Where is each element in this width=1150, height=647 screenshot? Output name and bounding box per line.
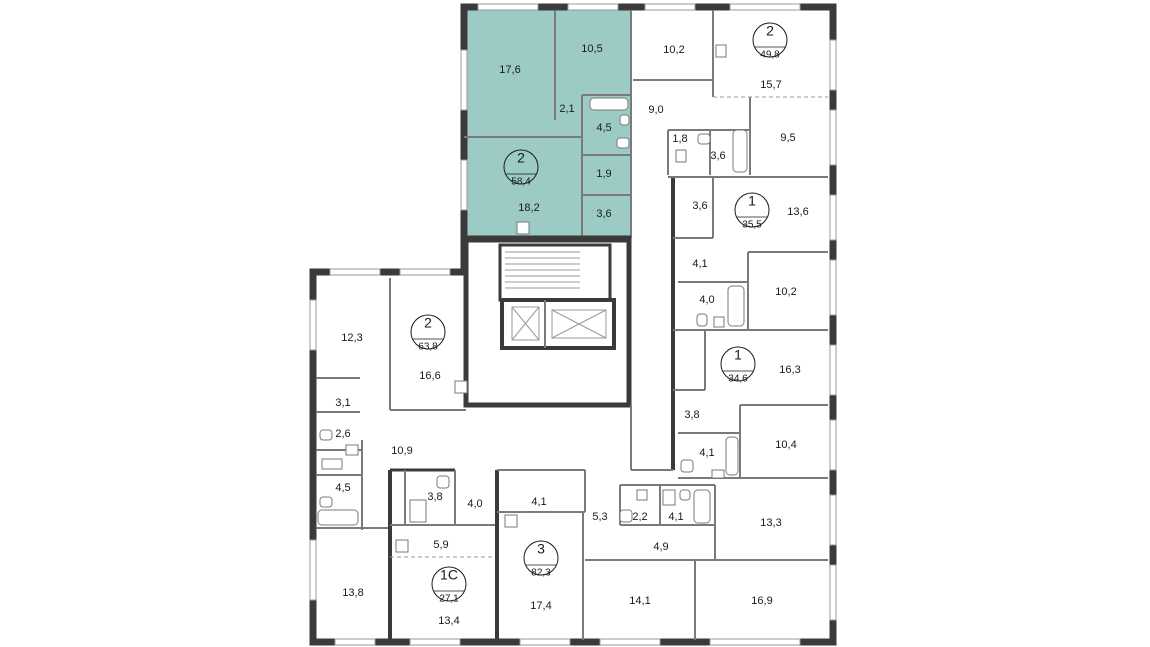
apartment-badge[interactable]: 1 35,5	[734, 192, 770, 231]
room-area: 2,6	[335, 428, 350, 440]
rooms-count: 3	[537, 541, 545, 557]
room-area: 1,9	[596, 168, 611, 180]
room-area: 15,7	[760, 79, 781, 91]
fixtures	[317, 44, 748, 553]
apartment-area: 27,1	[439, 594, 459, 605]
rooms-count: 2	[424, 315, 432, 331]
room-area: 4,1	[699, 447, 714, 459]
room-area: 3,8	[427, 491, 442, 503]
rooms-count: 1С	[440, 567, 458, 583]
room-area: 13,3	[760, 517, 781, 529]
room-area: 4,1	[692, 258, 707, 270]
room-area: 10,9	[391, 445, 412, 457]
room-area: 14,1	[629, 595, 650, 607]
apartment-badge[interactable]: 1С 27,1	[431, 566, 467, 605]
rooms-count: 1	[734, 347, 742, 363]
apartment-area: 63,8	[418, 342, 438, 353]
apartment-badge[interactable]: 1 34,6	[720, 346, 756, 385]
room-area: 4,1	[531, 496, 546, 508]
room-area: 13,6	[787, 206, 808, 218]
room-area: 10,5	[581, 43, 602, 55]
apartment-area: 49,8	[760, 50, 780, 61]
room-area: 10,2	[775, 286, 796, 298]
rooms-count: 1	[748, 193, 756, 209]
apartment-area: 58,4	[511, 177, 531, 188]
room-area: 5,9	[433, 539, 448, 551]
room-area: 16,6	[419, 370, 440, 382]
room-area: 13,4	[438, 615, 459, 627]
apartment-badge[interactable]: 3 82,3	[523, 540, 559, 579]
room-area: 12,3	[341, 332, 362, 344]
room-area: 2,2	[632, 511, 647, 523]
apartment-area: 82,3	[531, 568, 551, 579]
apartment-area: 34,6	[728, 374, 748, 385]
rooms-count: 2	[766, 23, 774, 39]
room-area: 13,8	[342, 587, 363, 599]
room-area: 10,4	[775, 439, 796, 451]
highlighted-apartment-fill[interactable]	[464, 8, 631, 236]
room-area: 17,6	[499, 64, 520, 76]
room-area: 3,6	[692, 200, 707, 212]
room-area: 3,6	[596, 208, 611, 220]
rooms-count: 2	[517, 150, 525, 166]
room-area: 4,9	[653, 541, 668, 553]
room-area: 4,5	[335, 482, 350, 494]
apartment-area: 35,5	[742, 220, 762, 231]
room-area: 4,0	[467, 498, 482, 510]
room-area: 10,2	[663, 44, 684, 56]
room-area: 5,3	[592, 511, 607, 523]
room-area: 9,0	[648, 104, 663, 116]
room-area: 16,9	[751, 595, 772, 607]
room-area: 18,2	[518, 202, 539, 214]
room-area: 3,1	[335, 397, 350, 409]
room-labels: 17,6 10,5 2,1 4,5 1,9 18,2 3,6 10,2 15,7…	[335, 43, 808, 627]
apartment-badge[interactable]: 2 63,8	[410, 314, 446, 353]
room-area: 2,1	[559, 103, 574, 115]
room-area: 4,0	[699, 294, 714, 306]
windows	[309, 3, 837, 646]
room-area: 17,4	[530, 600, 551, 612]
room-area: 16,3	[779, 364, 800, 376]
apartment-badge[interactable]: 2 58,4	[503, 149, 539, 188]
room-area: 3,8	[684, 409, 699, 421]
room-area: 9,5	[780, 132, 795, 144]
room-area: 3,6	[710, 150, 725, 162]
apartment-badge[interactable]: 2 49,8	[752, 22, 788, 61]
room-area: 1,8	[672, 133, 687, 145]
room-area: 4,5	[596, 122, 611, 134]
room-area: 4,1	[668, 511, 683, 523]
